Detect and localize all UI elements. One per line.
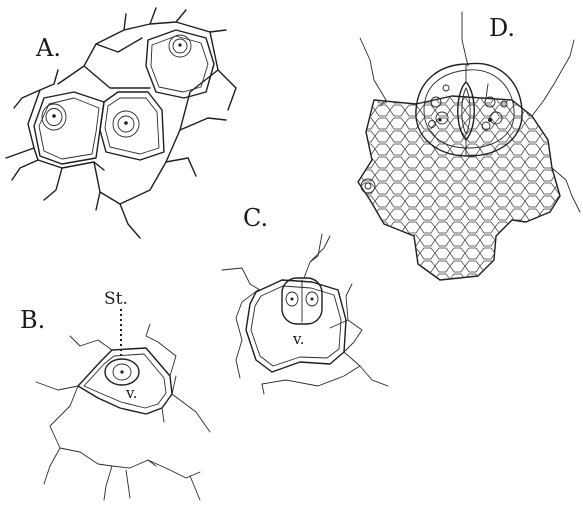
vacuole-label-b: v. — [125, 384, 137, 402]
panel-d-label: D. — [489, 14, 515, 42]
panel-d-drawing: D. — [350, 12, 580, 286]
panel-c-drawing: C. v. — [222, 204, 388, 394]
panel-b-drawing: B. St. v. — [20, 289, 210, 500]
stoma-label: St. — [104, 289, 128, 309]
vacuole-label-c: v. — [292, 330, 304, 348]
panel-a-label: A. — [35, 34, 61, 62]
panel-a-drawing: A. — [6, 8, 236, 238]
panel-b-label: B. — [20, 306, 45, 334]
panel-c-label: C. — [243, 204, 268, 232]
